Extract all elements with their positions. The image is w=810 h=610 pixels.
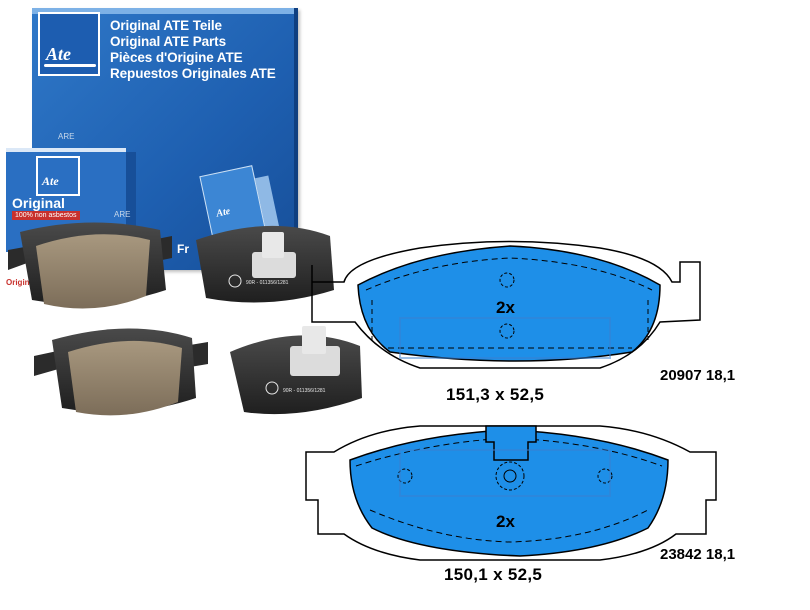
small-watermark: ARE [114, 210, 131, 219]
drawing-top [311, 240, 701, 369]
pad-stamp-top: 90R - 011356/1281 [246, 280, 289, 286]
small-logo-text: Ate [42, 174, 59, 188]
ate-logo-text: Ate [46, 44, 71, 64]
pad-front-top [8, 222, 172, 309]
drawing-bottom [305, 425, 717, 561]
pad-front-bottom [34, 328, 208, 416]
logo-swoosh [44, 64, 96, 67]
pad-stamp-bottom: 90R - 011356/1281 [283, 388, 326, 394]
count-label-bottom: 2x [496, 512, 515, 531]
red-label: Original C [6, 278, 45, 287]
dimension-label-bottom: 150,1 x 52,5 [444, 565, 543, 584]
part-number-bottom: 23842 18,1 [660, 546, 736, 563]
part-number-top: 20907 18,1 [660, 367, 736, 384]
box-text-en: Original ATE Parts [110, 34, 226, 49]
box-top-stripe [32, 8, 294, 14]
pad-back-top: 90R - 011356/1281 [196, 225, 334, 303]
small-ate-logo-icon: Ate [36, 156, 80, 196]
small-box-subtitle: 100% non asbestos [12, 211, 80, 220]
box-side-text: Fr [177, 242, 189, 256]
pad-back-bottom: 90R - 011356/1281 [230, 326, 362, 415]
watermark: ARE [58, 132, 75, 141]
small-box-side [126, 152, 136, 252]
ate-logo-icon: Ate [38, 12, 100, 76]
count-label-top: 2x [496, 298, 515, 317]
box-text-fr: Pièces d'Origine ATE [110, 50, 243, 65]
box-text-de: Original ATE Teile [110, 18, 222, 33]
small-box-title: Original [12, 195, 65, 211]
dimension-label-top: 151,3 x 52,5 [446, 385, 545, 404]
box-text-es: Repuestos Originales ATE [110, 66, 276, 81]
